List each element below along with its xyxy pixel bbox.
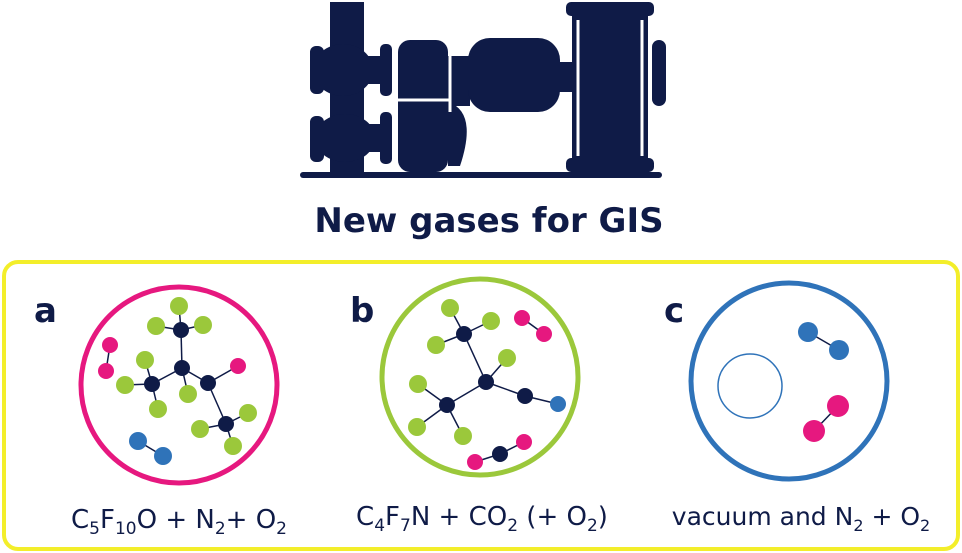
caption-a: C5F10O + N2+ O2	[71, 505, 287, 539]
chamber-circle-c	[688, 280, 890, 482]
atoms-b	[408, 299, 566, 470]
chamber-circle-b	[379, 276, 581, 478]
panel-a: a	[34, 284, 287, 539]
yellow-frame	[2, 260, 960, 551]
atoms-c	[798, 322, 849, 442]
atoms-a	[98, 297, 257, 465]
panel-letter-b: b	[350, 291, 374, 331]
panel-c: c vacuum and N2 + O2	[664, 280, 930, 535]
gis-switchgear-icon	[300, 2, 666, 178]
diagram-title: New gases for GIS	[314, 201, 663, 241]
panel-letter-a: a	[34, 291, 57, 331]
panel-letter-c: c	[664, 291, 684, 331]
panel-b: b	[350, 276, 608, 536]
caption-c: vacuum and N2 + O2	[672, 502, 930, 535]
vacuum-bubble	[717, 353, 783, 419]
caption-b: C4F7N + CO2 (+ O2)	[356, 502, 608, 536]
chamber-circle-a	[78, 284, 280, 486]
